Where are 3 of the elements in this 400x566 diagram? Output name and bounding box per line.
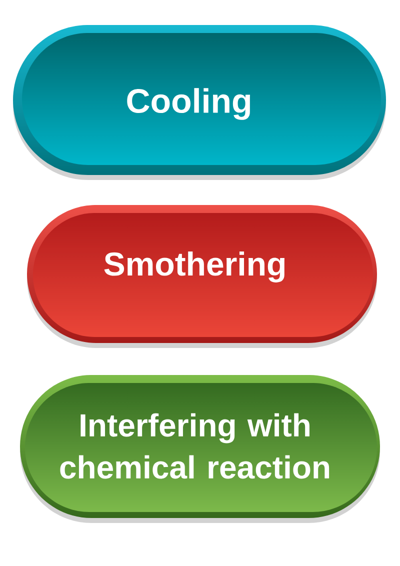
pill-button: Cooling xyxy=(13,25,386,180)
pill-button: Interfering with chemical reaction xyxy=(20,375,380,523)
pill-button: Smothering xyxy=(27,205,377,348)
